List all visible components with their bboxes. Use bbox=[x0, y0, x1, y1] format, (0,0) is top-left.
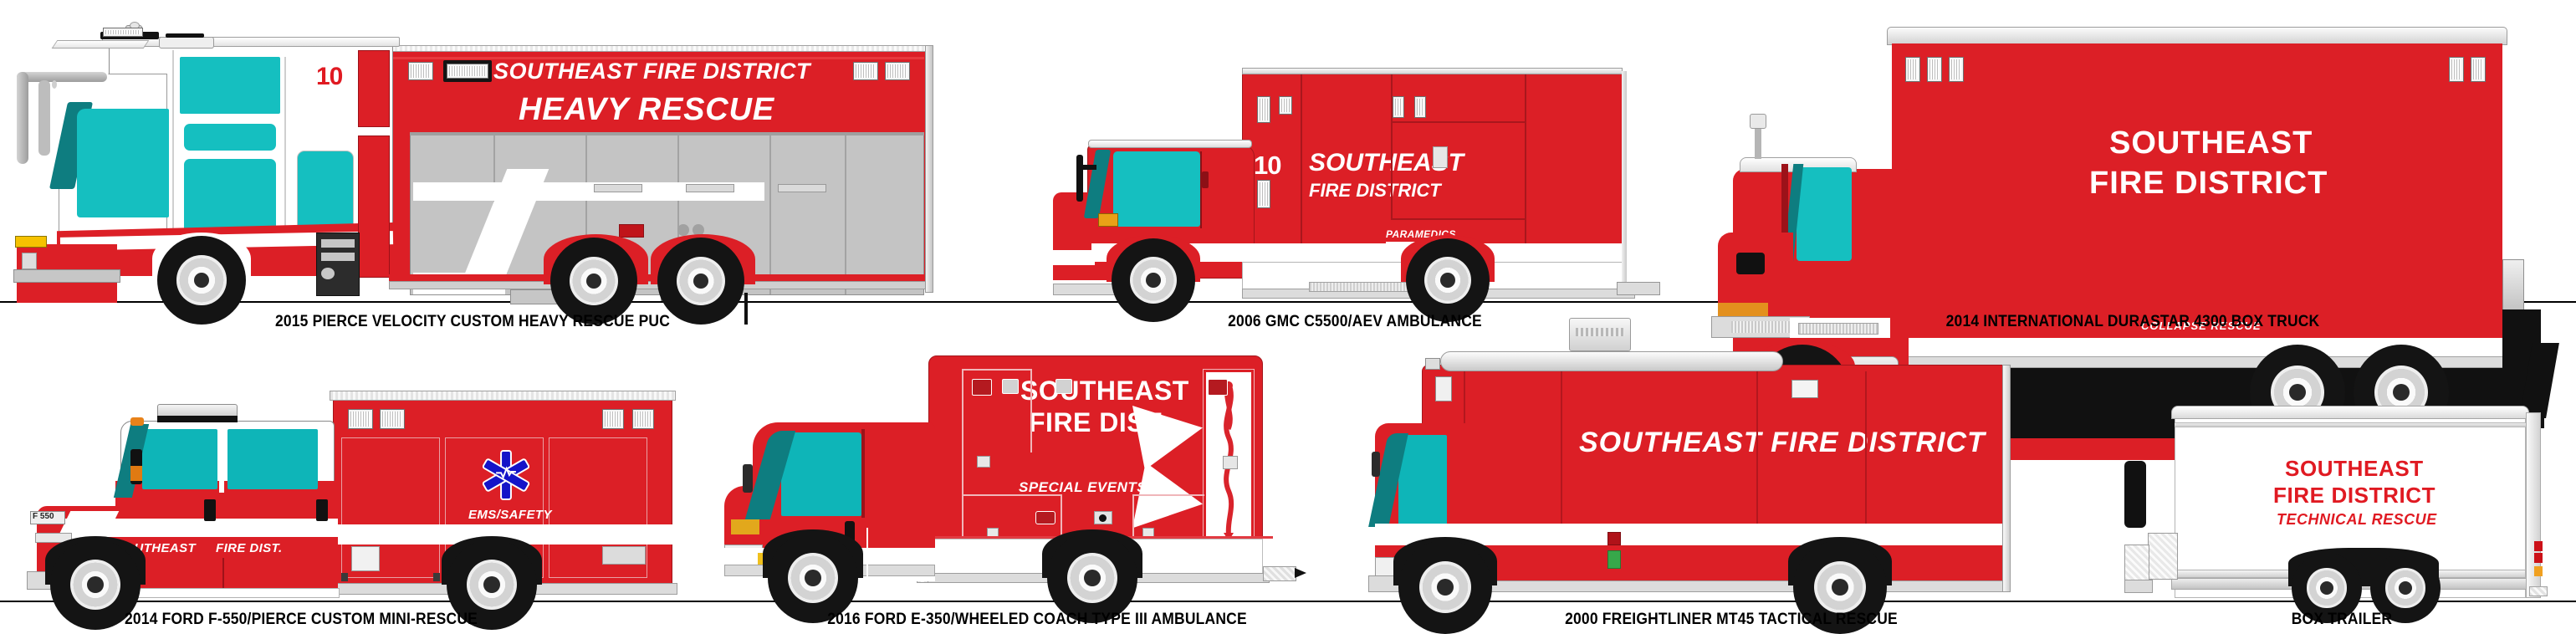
vehicle-tactical-rescue[interactable]: SOUTHEAST FIRE DISTRICT bbox=[1363, 318, 2074, 634]
turn-signal-icon bbox=[15, 236, 47, 248]
wheel-rear bbox=[1406, 238, 1490, 322]
warning-light-icon bbox=[1002, 379, 1019, 394]
rear-door-handle[interactable] bbox=[1223, 456, 1238, 469]
trailer-roof bbox=[2171, 406, 2529, 419]
warning-light-icon bbox=[2471, 57, 2486, 82]
wheel-front bbox=[50, 539, 141, 630]
star-of-life-white-icon bbox=[1102, 406, 1203, 556]
headlight-icon bbox=[1736, 253, 1765, 274]
light-bar-icon bbox=[103, 28, 143, 37]
warning-light-icon bbox=[348, 409, 373, 429]
cab-window bbox=[781, 432, 861, 516]
cab-window-rear bbox=[227, 429, 318, 489]
body-text-line1: SOUTHEAST bbox=[2109, 125, 2313, 161]
warning-light-icon bbox=[447, 64, 488, 79]
caption-type3-ambulance: 2016 FORD E-350/WHEELED COACH TYPE III A… bbox=[827, 611, 1247, 628]
warning-light-icon bbox=[632, 409, 654, 429]
beacon-light-icon bbox=[1750, 114, 1766, 129]
mirror bbox=[743, 464, 753, 493]
body-text-line2: HEAVY RESCUE bbox=[519, 92, 774, 127]
vehicle-heavy-rescue[interactable]: 10 SOUTHEAST FIRE DISTRICT HEAVY RESCUE bbox=[8, 22, 937, 325]
body-text-line1: SOUTHEAST bbox=[1020, 376, 1189, 406]
star-of-life-icon bbox=[478, 447, 534, 503]
body-text-line1: SOUTHEAST FIRE DISTRICT bbox=[1579, 427, 1986, 458]
door-handle bbox=[204, 499, 216, 521]
body-text-line3: SPECIAL EVENTS bbox=[1019, 479, 1147, 495]
caption-heavy-rescue: 2015 PIERCE VELOCITY CUSTOM HEAVY RESCUE… bbox=[274, 313, 671, 330]
warning-light-icon bbox=[602, 409, 624, 429]
belt-stripe bbox=[1375, 524, 2007, 545]
cab-window bbox=[1113, 151, 1200, 227]
warning-light-icon bbox=[2449, 57, 2464, 82]
door-handle bbox=[316, 499, 328, 521]
warning-light-icon bbox=[1949, 57, 1964, 82]
cab-window bbox=[1797, 167, 1852, 261]
body-text-line2: FIRE DISTRICT bbox=[2273, 483, 2436, 508]
cab-text-part2: FIRE DIST. bbox=[216, 541, 283, 555]
vehicle-box-trailer[interactable]: SOUTHEAST FIRE DISTRICT TECHNICAL RESCUE bbox=[2124, 389, 2568, 623]
caption-gmc-ambulance: 2006 GMC C5500/AEV AMBULANCE bbox=[1228, 313, 1482, 330]
cab-window-front bbox=[142, 429, 217, 489]
cab-window bbox=[1398, 435, 1447, 527]
vehicle-box-truck[interactable]: SOUTHEAST FIRE DISTRICT COLLAPSE RESCUE bbox=[1698, 8, 2568, 472]
marker-light-icon bbox=[2534, 541, 2543, 551]
mirror bbox=[1372, 452, 1380, 477]
caption-tactical-rescue: 2000 FREIGHTLINER MT45 TACTICAL RESCUE bbox=[1565, 611, 1898, 628]
warning-light-icon bbox=[853, 62, 878, 80]
warning-light-icon bbox=[1435, 376, 1452, 401]
body-text-line1: SOUTHEAST FIRE DISTRICT bbox=[493, 59, 811, 84]
belt-stripe bbox=[1892, 338, 2521, 356]
lift-gate bbox=[2502, 259, 2524, 313]
ground-line-row-1 bbox=[0, 301, 2576, 303]
warning-light-icon bbox=[885, 62, 910, 80]
warning-light-icon bbox=[408, 62, 433, 80]
body-text-line3: TECHNICAL RESCUE bbox=[2277, 511, 2437, 528]
turn-signal-icon bbox=[1098, 213, 1118, 227]
door-badge: F 550 bbox=[33, 512, 54, 521]
mirror-arm bbox=[17, 72, 107, 82]
cab-window-upper bbox=[180, 57, 280, 114]
mirror bbox=[1076, 155, 1083, 202]
unit-number: 10 bbox=[1254, 151, 1281, 180]
marker-light-icon bbox=[2534, 566, 2543, 576]
door-handle bbox=[1433, 146, 1448, 168]
vehicle-type3-ambulance[interactable]: SOUTHEAST FIRE DIST. SPECIAL EVENTS bbox=[711, 339, 1321, 623]
caption-mini-rescue: 2014 FORD F-550/PIERCE CUSTOM MINI-RESCU… bbox=[125, 611, 478, 628]
marker-light-icon bbox=[2534, 553, 2543, 563]
warning-light-icon bbox=[1414, 96, 1426, 118]
body-text-line3: COLLAPSE RESCUE bbox=[2141, 320, 2262, 332]
body-text-line1: SOUTHEAST bbox=[2285, 456, 2424, 481]
vehicle-mini-rescue[interactable]: EMS/SAFETY SOUTHEAST FIRE DIST. F 550 bbox=[17, 347, 677, 630]
warning-light-icon bbox=[1257, 96, 1270, 123]
caption-box-trailer: BOX TRAILER bbox=[2291, 611, 2393, 628]
warning-light-icon bbox=[380, 409, 405, 429]
warning-light-icon bbox=[1927, 57, 1942, 82]
roof-rail bbox=[1440, 351, 1783, 371]
box-roof bbox=[1887, 27, 2507, 45]
warning-light-icon bbox=[1393, 96, 1404, 118]
ground-line-row-2 bbox=[0, 601, 2576, 602]
front-bumper bbox=[13, 269, 120, 283]
cab-belt-stripe bbox=[65, 519, 338, 537]
warning-light-icon bbox=[1257, 180, 1270, 208]
unit-number: 10 bbox=[316, 63, 343, 90]
body-text-ems-safety: EMS/SAFETY bbox=[468, 508, 552, 522]
warning-light-icon bbox=[972, 379, 992, 396]
body-text-line2: FIRE DISTRICT bbox=[2089, 166, 2328, 201]
body-text-line2: FIRE DISTRICT bbox=[1309, 180, 1441, 201]
warning-light-icon bbox=[1279, 96, 1292, 115]
warning-light-icon bbox=[1791, 380, 1818, 398]
indicator-light-icon bbox=[1607, 550, 1621, 569]
vehicle-gmc-ambulance[interactable]: 10 SOUTHEAST FIRE DISTRICT PARAMEDICS bbox=[1041, 46, 1660, 322]
spare-tire bbox=[2124, 461, 2146, 528]
warning-light-icon bbox=[1905, 57, 1920, 82]
caption-box-truck: 2014 INTERNATIONAL DURASTAR 4300 BOX TRU… bbox=[1945, 313, 2320, 330]
